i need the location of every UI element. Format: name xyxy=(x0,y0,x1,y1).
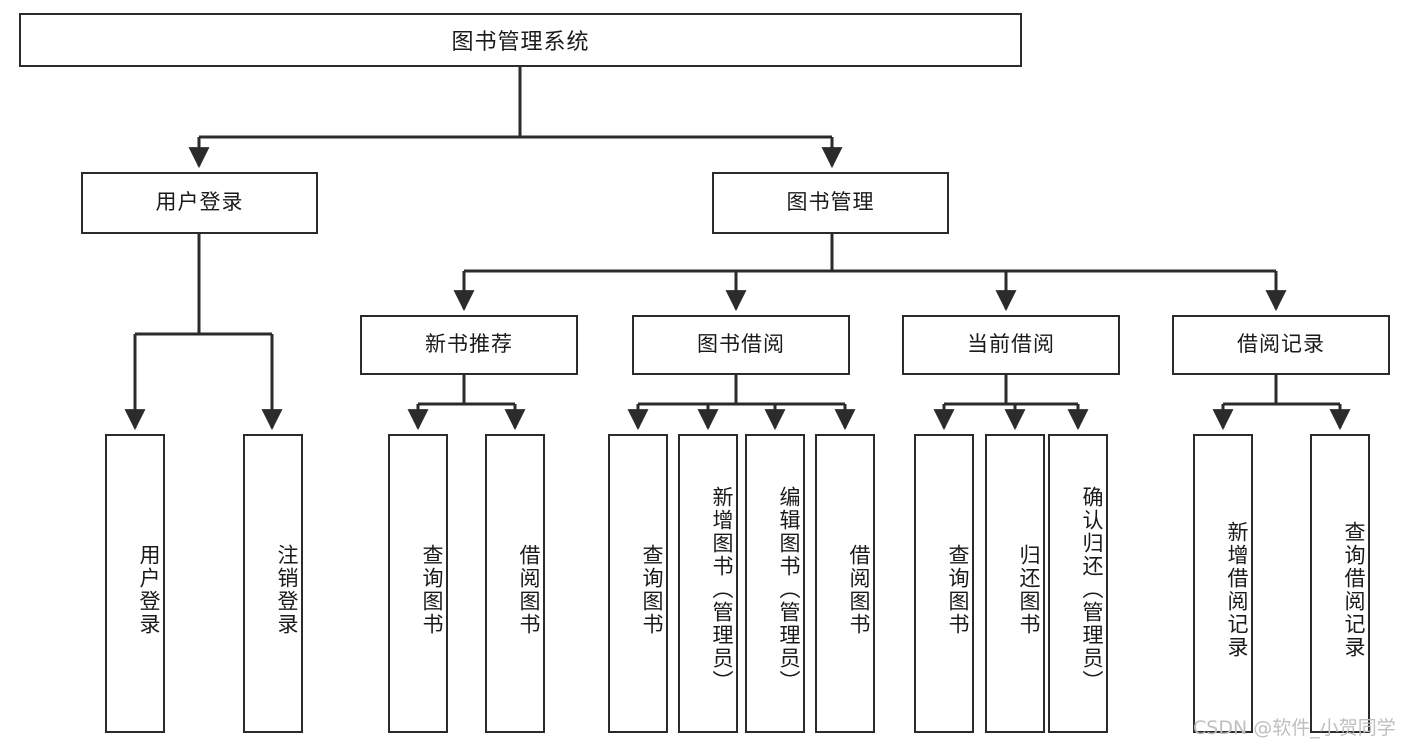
node-leaf-add-record[interactable]: 新增借阅记录 xyxy=(1193,434,1253,733)
node-leaf-query-book-1-label: 查询图书 xyxy=(420,543,444,636)
node-book-manage-label: 图书管理 xyxy=(786,190,875,215)
node-borrow-record-label: 借阅记录 xyxy=(1237,332,1325,357)
node-leaf-query-book-1[interactable]: 查询图书 xyxy=(388,434,448,733)
node-leaf-add-record-label: 新增借阅记录 xyxy=(1225,520,1249,659)
node-leaf-borrow-book-2[interactable]: 借阅图书 xyxy=(815,434,875,733)
node-leaf-return-book[interactable]: 归还图书 xyxy=(985,434,1045,733)
node-leaf-query-book-2-label: 查询图书 xyxy=(640,543,664,636)
node-leaf-edit-book[interactable]: 编辑图书（管理员） xyxy=(745,434,805,733)
node-leaf-add-book-label: 新增图书（管理员） xyxy=(710,486,734,693)
node-leaf-query-record-label: 查询借阅记录 xyxy=(1342,520,1366,659)
node-current-borrow[interactable]: 当前借阅 xyxy=(902,315,1120,375)
node-leaf-confirm-return-label: 确认归还（管理员） xyxy=(1080,486,1104,693)
node-new-book-recommend-label: 新书推荐 xyxy=(425,332,513,357)
node-leaf-user-login-label: 用户登录 xyxy=(137,543,161,636)
node-leaf-query-book-3[interactable]: 查询图书 xyxy=(914,434,974,733)
node-root-label: 图书管理系统 xyxy=(451,30,590,55)
node-root[interactable]: 图书管理系统 xyxy=(19,13,1022,67)
node-leaf-add-book[interactable]: 新增图书（管理员） xyxy=(678,434,738,733)
node-leaf-borrow-book-1[interactable]: 借阅图书 xyxy=(485,434,545,733)
node-leaf-borrow-book-1-label: 借阅图书 xyxy=(517,543,541,636)
node-book-borrow[interactable]: 图书借阅 xyxy=(632,315,850,375)
node-leaf-user-logout-label: 注销登录 xyxy=(275,543,299,636)
node-leaf-user-logout[interactable]: 注销登录 xyxy=(243,434,303,733)
node-leaf-query-book-3-label: 查询图书 xyxy=(946,543,970,636)
node-leaf-edit-book-label: 编辑图书（管理员） xyxy=(777,486,801,693)
node-leaf-borrow-book-2-label: 借阅图书 xyxy=(847,543,871,636)
node-book-borrow-label: 图书借阅 xyxy=(697,332,785,357)
node-leaf-query-book-2[interactable]: 查询图书 xyxy=(608,434,668,733)
node-book-manage[interactable]: 图书管理 xyxy=(712,172,949,234)
node-leaf-user-login[interactable]: 用户登录 xyxy=(105,434,165,733)
node-current-borrow-label: 当前借阅 xyxy=(967,332,1055,357)
node-user-login-label: 用户登录 xyxy=(155,190,244,215)
node-leaf-confirm-return[interactable]: 确认归还（管理员） xyxy=(1048,434,1108,733)
node-new-book-recommend[interactable]: 新书推荐 xyxy=(360,315,578,375)
node-leaf-return-book-label: 归还图书 xyxy=(1017,543,1041,636)
node-borrow-record[interactable]: 借阅记录 xyxy=(1172,315,1390,375)
node-user-login[interactable]: 用户登录 xyxy=(81,172,318,234)
node-leaf-query-record[interactable]: 查询借阅记录 xyxy=(1310,434,1370,733)
